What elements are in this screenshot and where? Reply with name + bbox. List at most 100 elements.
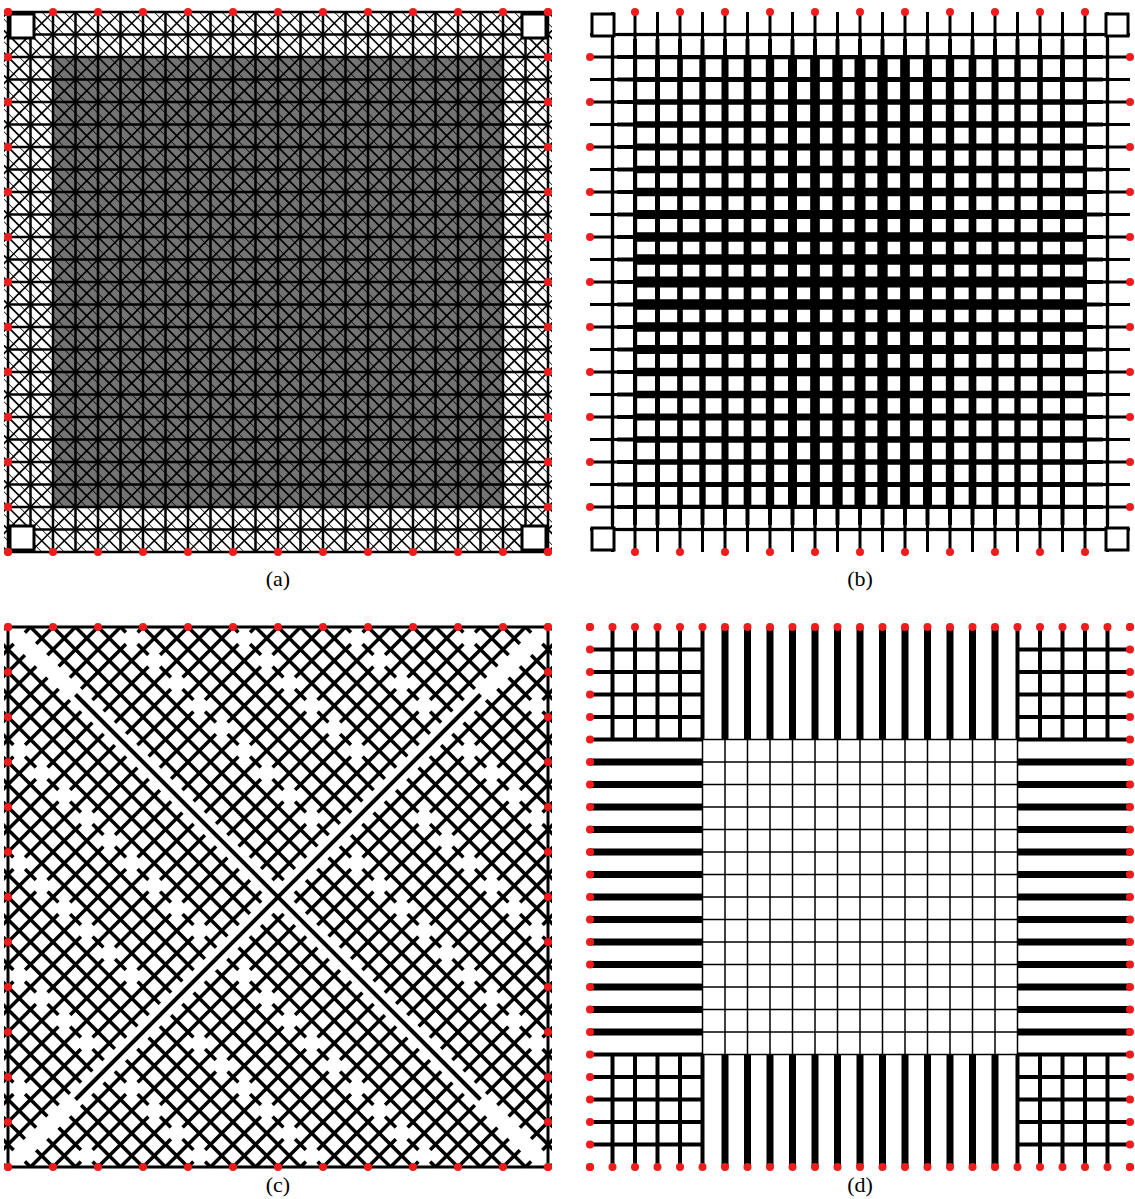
- structure-member: [590, 716, 703, 718]
- structure-member: [1074, 258, 1130, 261]
- structure-member: [4, 12, 537, 552]
- support-dot: [544, 1073, 552, 1081]
- void: [1087, 149, 1106, 168]
- support-dot: [586, 668, 594, 676]
- void: [615, 59, 634, 78]
- void: [615, 352, 634, 371]
- structure-member: [1018, 871, 1131, 878]
- void: [1065, 532, 1084, 551]
- support-dot: [586, 1118, 594, 1126]
- support-dot: [586, 848, 594, 856]
- void: [660, 37, 679, 56]
- void: [592, 397, 611, 416]
- structure-member: [617, 414, 1103, 421]
- void: [233, 1077, 256, 1100]
- void: [143, 874, 166, 897]
- support-dot: [4, 503, 12, 511]
- support-dot: [1126, 368, 1134, 376]
- support-dot: [4, 8, 12, 16]
- support-dot: [4, 1163, 12, 1171]
- void: [705, 37, 724, 56]
- support-dot: [544, 1028, 552, 1036]
- void: [615, 127, 634, 146]
- void: [1042, 532, 1061, 551]
- structure-member: [1074, 393, 1130, 396]
- void: [817, 509, 836, 528]
- support-dot: [49, 623, 57, 631]
- support-dot: [184, 548, 192, 556]
- structure-member: [626, 146, 646, 149]
- support-dot: [1126, 143, 1134, 151]
- structure-member: [626, 416, 646, 419]
- void: [53, 784, 76, 807]
- structure-member: [1106, 39, 1110, 525]
- void: [345, 852, 368, 875]
- structure-member: [590, 1099, 703, 1101]
- support-dot: [631, 623, 639, 631]
- panel-c: [4, 627, 552, 1168]
- structure-member: [947, 1055, 954, 1168]
- structure-member: [590, 1143, 703, 1147]
- structure-member: [590, 326, 617, 329]
- void: [525, 919, 548, 942]
- void: [592, 127, 611, 146]
- void: [817, 14, 836, 33]
- void: [255, 649, 278, 672]
- void: [1087, 509, 1106, 528]
- structure-member: [881, 12, 884, 68]
- structure-member: [31, 12, 553, 552]
- support-dot: [609, 1163, 617, 1171]
- void: [1110, 127, 1129, 146]
- void: [772, 532, 791, 551]
- support-dot: [4, 1163, 12, 1171]
- structure-member: [1018, 671, 1131, 673]
- void: [1110, 329, 1129, 348]
- structure-member: [1106, 1055, 1110, 1168]
- void: [750, 509, 769, 528]
- support-dot: [1126, 1118, 1134, 1126]
- structure-member: [590, 1006, 703, 1013]
- structure-member: [789, 1055, 796, 1168]
- structure-member: [836, 496, 839, 552]
- structure-member: [1018, 849, 1131, 856]
- panel-a: [4, 12, 552, 552]
- structure-member: [1074, 168, 1130, 171]
- support-dot: [586, 278, 594, 286]
- void: [8, 964, 31, 987]
- support-dot: [544, 458, 552, 466]
- void: [952, 14, 971, 33]
- structure-member: [590, 871, 703, 878]
- structure-member: [617, 277, 1103, 288]
- structure-member: [626, 191, 646, 194]
- panel-b: [590, 12, 1130, 552]
- void: [615, 397, 634, 416]
- void: [368, 874, 391, 897]
- structure-member: [746, 496, 749, 552]
- void: [862, 14, 881, 33]
- support-dot: [699, 623, 707, 631]
- structure-member: [1074, 461, 1094, 464]
- support-dot: [586, 1141, 594, 1149]
- support-dot: [1126, 916, 1134, 924]
- void: [1087, 14, 1106, 33]
- void: [1087, 419, 1106, 438]
- void: [795, 37, 814, 56]
- void: [592, 352, 611, 371]
- support-dot: [319, 623, 327, 631]
- structure-member: [703, 964, 1018, 966]
- structure-member: [904, 496, 907, 516]
- void: [615, 82, 634, 101]
- structure-member: [900, 39, 910, 525]
- structure-member: [590, 191, 617, 194]
- void: [952, 532, 971, 551]
- void: [1042, 509, 1061, 528]
- structure-member: [590, 281, 617, 284]
- structure-member: [1018, 781, 1131, 788]
- void: [435, 829, 458, 852]
- support-dot: [586, 503, 594, 511]
- structure-member: [626, 101, 646, 104]
- support-dot: [901, 623, 909, 631]
- void: [1110, 284, 1129, 303]
- void: [390, 672, 413, 695]
- void: [885, 14, 904, 33]
